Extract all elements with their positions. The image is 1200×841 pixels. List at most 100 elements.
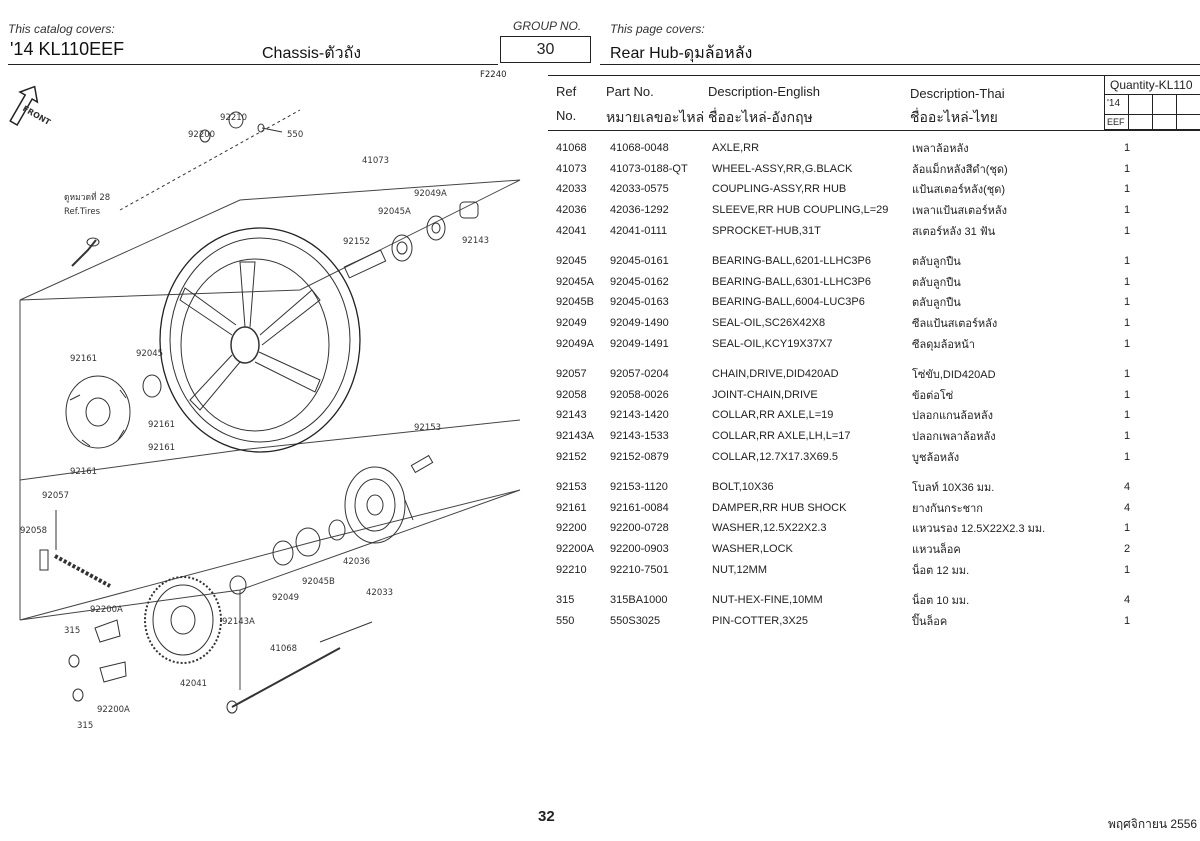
col-part-th: หมายเลขอะไหล่ — [606, 109, 705, 125]
quantity-header: Quantity-KL110 — [1110, 78, 1193, 92]
label-92161-d: 92161 — [70, 467, 97, 477]
description-th-cell: ปลอกแกนล้อหลัง — [912, 410, 993, 423]
group-number-box: 30 — [500, 36, 591, 63]
part-number-cell: 42041-0111 — [610, 224, 668, 237]
table-top-rule — [548, 75, 1200, 76]
ref-cell: 92210 — [556, 563, 587, 576]
description-th-cell: บูชล้อหลัง — [912, 451, 960, 464]
group-no-label: GROUP NO. — [513, 19, 582, 33]
label-92058: 92058 — [20, 526, 47, 536]
col-desc-en: Description-English — [708, 84, 820, 99]
part-number-cell: 92161-0084 — [610, 501, 669, 514]
part-number-cell: 550S3025 — [610, 614, 661, 627]
description-th-cell: ปิ๊นล็อค — [912, 615, 948, 628]
ref-cell: 92143 — [556, 409, 587, 422]
description-en-cell: BEARING-BALL,6301-LLHC3P6 — [712, 275, 871, 288]
part-number-cell: 92058-0026 — [610, 388, 669, 401]
table-header-bottom-rule — [548, 130, 1200, 131]
description-en-cell: WHEEL-ASSY,RR,G.BLACK — [712, 162, 853, 175]
label-92057: 92057 — [42, 491, 69, 501]
row-group-gap — [553, 467, 1137, 477]
label-315: 315 — [64, 626, 80, 636]
part-number-cell: 92045-0162 — [610, 275, 669, 288]
rear-wheel-drawing — [159, 227, 361, 453]
description-th-cell: น็อต 12 มม. — [912, 564, 970, 577]
quantity-cell: 1 — [1123, 162, 1131, 175]
description-en-cell: WASHER,12.5X22X2.3 — [712, 522, 827, 535]
description-th-cell: โบลท์ 10X36 มม. — [912, 482, 995, 495]
col-desc-th-th: ชื่ออะไหล่-ไทย — [910, 109, 998, 125]
description-en-cell: NUT,12MM — [712, 563, 768, 576]
quantity-cell: 1 — [1123, 337, 1131, 350]
quantity-cell: 4 — [1123, 594, 1131, 607]
description-th-cell: ซีลดุมล้อหน้า — [912, 338, 975, 351]
quantity-year: '14 — [1107, 98, 1121, 109]
col-desc-th: Description-Thai — [910, 86, 1005, 101]
quantity-cell: 1 — [1123, 275, 1131, 288]
footer-date: พฤศจิกายน 2556 — [1108, 817, 1198, 831]
label-92049: 92049 — [272, 593, 299, 603]
description-th-cell: ซีลแป้นสเตอร์หลัง — [912, 318, 998, 331]
description-th-cell: โซ่ขับ,DID420AD — [912, 369, 996, 382]
description-th-cell: ข้อต่อโซ่ — [912, 389, 954, 402]
description-en-cell: JOINT-CHAIN,DRIVE — [712, 388, 818, 401]
description-en-cell: WASHER,LOCK — [712, 542, 793, 555]
label-92045: 92045 — [136, 349, 163, 359]
label-42041: 42041 — [180, 679, 207, 689]
label-92161-b: 92161 — [148, 420, 175, 430]
description-th-cell: เพลาล้อหลัง — [912, 143, 969, 156]
label-92143A: 92143A — [222, 617, 255, 627]
part-number-cell: 92143-1533 — [610, 430, 669, 443]
ref-cell: 92152 — [556, 450, 587, 463]
label-92153: 92153 — [414, 423, 441, 433]
description-th-cell: ล้อแม็กหลังสีดำ(ชุด) — [912, 163, 1008, 176]
label-92143: 92143 — [462, 236, 489, 246]
label-92161-c: 92161 — [148, 443, 175, 453]
quantity-model: EEF — [1107, 117, 1125, 127]
front-label: FRONT — [21, 104, 52, 127]
label-92152: 92152 — [343, 237, 370, 247]
part-number-cell: 92057-0204 — [610, 368, 669, 381]
label-92045B: 92045B — [302, 577, 335, 587]
description-en-cell: COLLAR,RR AXLE,LH,L=17 — [712, 430, 851, 443]
label-41068: 41068 — [270, 644, 297, 654]
part-number-cell: 92049-1490 — [610, 317, 669, 330]
quantity-cell: 1 — [1123, 224, 1131, 237]
col-ref-en: Ref — [556, 84, 577, 99]
quantity-cell: 1 — [1123, 563, 1131, 576]
ref-cell: 92058 — [556, 388, 587, 401]
part-number-cell: 92153-1120 — [610, 481, 668, 494]
ref-cell: 92045B — [556, 296, 594, 309]
part-number-cell: 92143-1420 — [610, 409, 669, 422]
ref-cell: 92143A — [556, 430, 594, 443]
table-row: 92058 92058-0026 JOINT-CHAIN,DRIVE ข้อต่อโซ… — [553, 385, 1137, 406]
description-en-cell: BOLT,10X36 — [712, 481, 774, 494]
quantity-cell: 1 — [1123, 183, 1131, 196]
part-number-cell: 41068-0048 — [610, 142, 669, 155]
description-th-cell: ตลับลูกปืน — [912, 256, 961, 269]
ref-cell: 92200A — [556, 542, 594, 555]
label-92200A-b: 92200A — [97, 705, 130, 715]
quantity-cell: 2 — [1123, 542, 1131, 555]
description-en-cell: BEARING-BALL,6201-LLHC3P6 — [712, 255, 871, 268]
ref-cell: 550 — [556, 614, 575, 627]
description-en-cell: CHAIN,DRIVE,DID420AD — [712, 368, 839, 381]
col-desc-en-th: ชื่ออะไหล่-อังกฤษ — [708, 109, 813, 125]
